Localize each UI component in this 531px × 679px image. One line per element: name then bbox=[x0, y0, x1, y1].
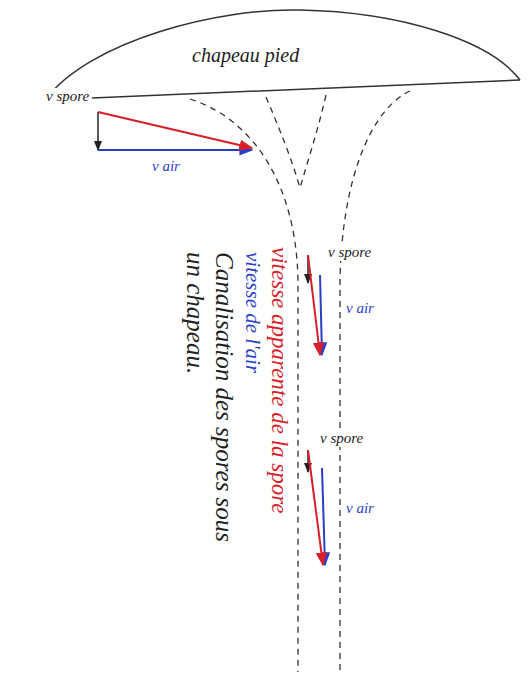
inner-left bbox=[266, 97, 300, 188]
apparent-vector bbox=[98, 112, 252, 148]
air-vector bbox=[320, 275, 322, 355]
air-speed-label: v air bbox=[344, 500, 376, 517]
spore-speed-label: v spore bbox=[44, 88, 92, 105]
cap-outline bbox=[45, 10, 520, 100]
air-speed-label: v air bbox=[344, 300, 376, 317]
air-speed-legend: vitesse de l'air bbox=[241, 250, 265, 375]
caption-note: Canalisation des spores sous un chapeau. bbox=[181, 250, 239, 554]
apparent-speed-legend: vitesse apparente de la spore bbox=[266, 245, 292, 516]
air-vector bbox=[322, 468, 325, 565]
apparent-vector bbox=[308, 450, 323, 565]
cap-base bbox=[45, 80, 520, 100]
spore-vector bbox=[97, 112, 99, 150]
stem-right bbox=[340, 91, 410, 672]
apparent-vector bbox=[308, 255, 320, 355]
inner-right bbox=[300, 95, 326, 188]
cap-label: chapeau pied bbox=[190, 44, 301, 67]
spore-speed-label: v spore bbox=[326, 244, 373, 261]
spore-speed-label: v spore bbox=[318, 430, 365, 447]
air-vector bbox=[98, 149, 252, 151]
air-speed-label: v air bbox=[150, 158, 182, 175]
